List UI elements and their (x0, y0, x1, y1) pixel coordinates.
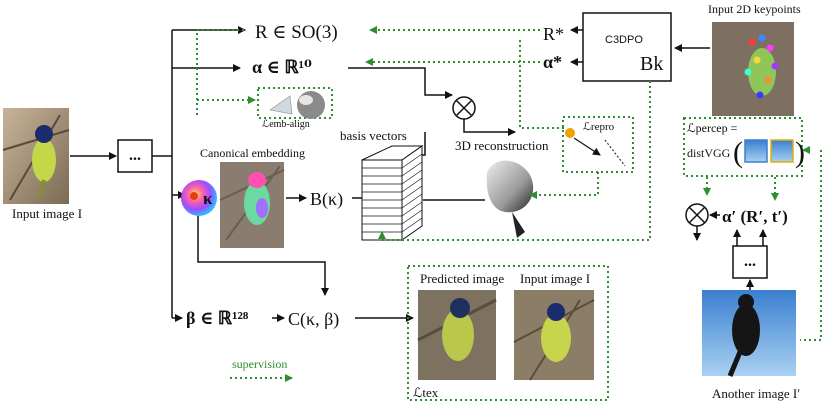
emb-align-box (257, 87, 333, 119)
basis-vectors-stack (361, 145, 424, 241)
rotation-label: R ∈ SO(3) (255, 22, 338, 43)
input-image-2-label: Input image I (520, 271, 590, 286)
emb-align-shapes (269, 91, 325, 119)
another-bird-image (702, 290, 796, 377)
recon-3d-shape (486, 160, 534, 238)
basis-stripe-side (401, 177, 423, 193)
canonical-embedding-bird (219, 162, 285, 248)
alpha-star-label: α* (543, 52, 562, 72)
recon-3d-label: 3D reconstruction (455, 138, 549, 153)
input-bird-image-2 (513, 290, 595, 381)
multiply-node-top (452, 96, 476, 120)
input-image-label: Input image I (12, 206, 82, 221)
encoder-2-ellipsis: ... (744, 253, 756, 270)
alpha-label: α ∈ ℝ¹⁰ (252, 57, 312, 77)
tex-loss-box (407, 265, 609, 401)
canonical-sphere (181, 180, 217, 216)
repro-label: ℒrepro (583, 121, 615, 133)
r-star-label: R* (543, 24, 564, 44)
encoder-box (117, 139, 153, 173)
c3dpo-box (582, 12, 672, 82)
percep-paren-left: ( (733, 136, 743, 169)
another-image-label: Another image I′ (712, 386, 800, 401)
predicted-bird-image (417, 290, 497, 380)
basis-stripe-side (401, 153, 423, 169)
basis-stripe-side (401, 193, 423, 209)
percep-label-line2: distVGG (687, 146, 731, 160)
repro-keypoint-dot (565, 128, 575, 138)
percep-thumb-1 (744, 139, 768, 163)
b-k-label: Bk (640, 53, 663, 75)
input-keypoints-label: Input 2D keypoints (708, 2, 801, 16)
keypoints-bird-image (712, 22, 794, 116)
emb-align-label: ℒemb-align (262, 119, 310, 130)
input-bird-image (2, 108, 70, 204)
arrow-kappa-to-c (197, 216, 329, 296)
basis-stripe-side (401, 209, 423, 225)
tex-loss-label: ℒtex (413, 385, 439, 400)
percep-thumb-2 (770, 139, 794, 163)
encoder-ellipsis: ... (129, 147, 141, 164)
c-func-label: C(κ, β) (288, 309, 339, 330)
basis-stripe-side (401, 161, 423, 177)
arrow-alpha-to-multiply (348, 67, 453, 99)
bk-supervision-path (378, 81, 651, 241)
basis-stripe-side (401, 169, 423, 185)
percep-paren-right: ) (795, 136, 805, 169)
multiply-node-right (685, 203, 709, 227)
alpha-prime-label: α′ (R′, t′) (722, 207, 788, 226)
predicted-image-label: Predicted image (420, 271, 504, 286)
percep-label-line1: ℒpercep = (687, 121, 738, 135)
canonical-embedding-label: Canonical embedding (200, 146, 305, 160)
basis-stripe-side (401, 201, 423, 217)
kappa-label: κ (203, 189, 213, 208)
basis-stripe-side (401, 217, 423, 233)
encoder-box-2 (732, 245, 768, 279)
b-func-label: B(κ) (310, 189, 343, 210)
c3dpo-label: C3DPO (605, 34, 643, 46)
beta-label: β ∈ ℝ¹²⁸ (186, 308, 249, 328)
supervision-legend-label: supervision (232, 357, 287, 371)
basis-stripe-side (401, 185, 423, 201)
basis-vectors-label: basis vectors (340, 128, 407, 143)
